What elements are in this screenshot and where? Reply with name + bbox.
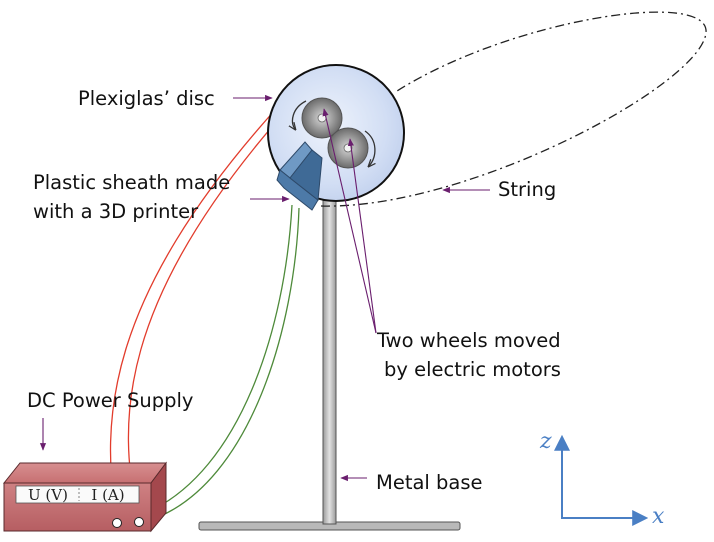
psu-current-label: I (A) bbox=[91, 486, 124, 504]
string-loop bbox=[320, 11, 707, 207]
psu-voltage-label: U (V) bbox=[28, 486, 68, 504]
power-supply-label: DC Power Supply bbox=[27, 389, 193, 412]
string-label: String bbox=[498, 178, 556, 201]
wheels-label-line1: Two wheels moved bbox=[376, 329, 561, 352]
wheel-upper bbox=[301, 97, 343, 139]
psu-display bbox=[15, 485, 140, 504]
plastic-sheath bbox=[276, 141, 323, 211]
x-axis-label: x bbox=[652, 504, 665, 529]
base-label: Metal base bbox=[376, 471, 483, 494]
labels: Plexiglas’ disc Plastic sheath made with… bbox=[27, 87, 561, 494]
rotation-arrow-upper-icon bbox=[293, 100, 307, 129]
green-wire-1 bbox=[147, 204, 293, 513]
wheel-pointer-arrow-upper bbox=[322, 108, 377, 334]
wheel-lower bbox=[327, 127, 369, 169]
disc-label: Plexiglas’ disc bbox=[78, 87, 215, 110]
pointer-arrows bbox=[39, 94, 490, 482]
wheel-pointer-arrow-lower bbox=[347, 138, 377, 334]
wheels-label-line2: by electric motors bbox=[384, 358, 561, 381]
psu-terminal-right bbox=[134, 517, 144, 527]
sheath-label-line1: Plastic sheath made bbox=[33, 171, 230, 194]
dc-power-supply: U (V) I (A) bbox=[2, 461, 167, 533]
base-pole bbox=[322, 197, 337, 525]
coordinate-axes: z x bbox=[539, 429, 665, 529]
z-axis-label: z bbox=[539, 429, 552, 454]
rotation-arrow-lower-icon bbox=[364, 130, 375, 166]
green-wire-2 bbox=[155, 207, 300, 519]
sheath-label-line2: with a 3D printer bbox=[33, 200, 199, 223]
psu-top bbox=[2, 462, 167, 484]
psu-terminal-left bbox=[112, 518, 122, 528]
